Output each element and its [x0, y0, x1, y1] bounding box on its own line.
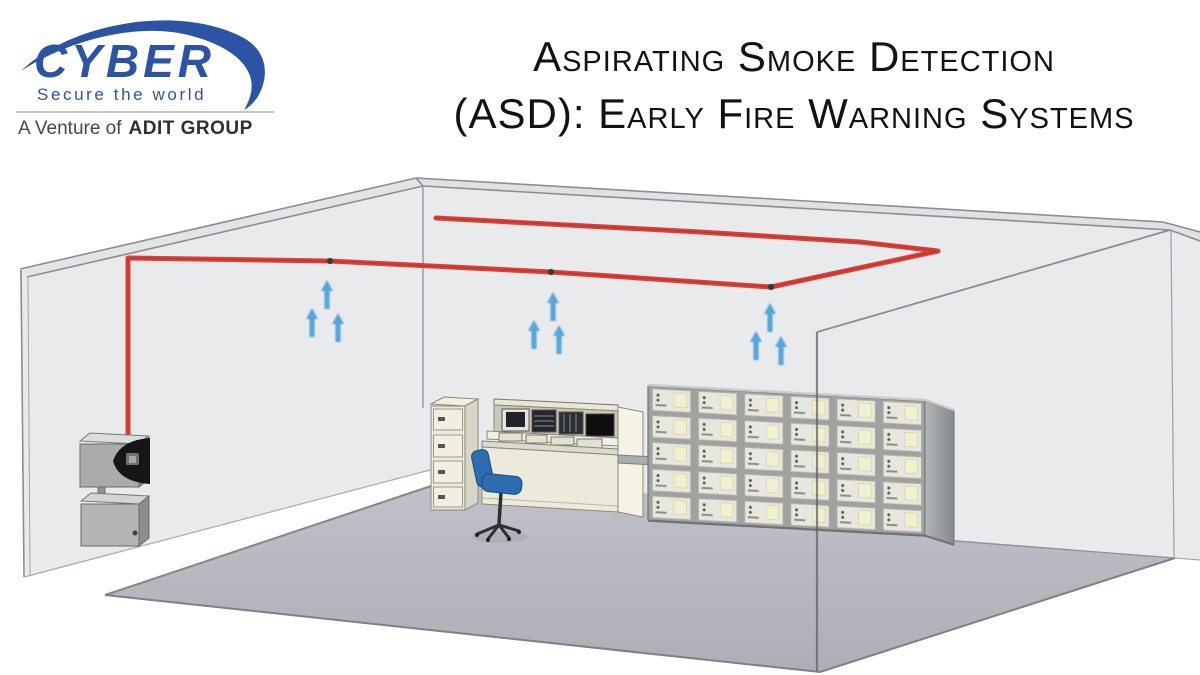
room-floor — [104, 476, 1200, 674]
venture-prefix: A Venture of — [18, 118, 122, 139]
logo-divider — [16, 111, 274, 113]
office-chair — [471, 449, 528, 543]
monitor-screen — [506, 412, 525, 427]
logo-venture-line: A Venture of ADIT GROUP — [18, 118, 253, 140]
logo-tagline: Secure the world — [37, 85, 207, 104]
sampling-point — [767, 283, 775, 291]
venture-name: ADIT GROUP — [128, 118, 253, 139]
console-keypads — [498, 432, 603, 449]
wall-edges — [19, 177, 1200, 578]
asd-detector-unit — [78, 432, 150, 489]
monitor-screen — [585, 413, 615, 437]
console-monitors — [501, 408, 615, 437]
cyber-logo: CYBER Secure the world A Venture of ADIT … — [14, 8, 286, 140]
asd-control-box — [79, 492, 151, 548]
pipe-sampling-points — [326, 257, 775, 291]
page-title-line2: (ASD): Early Fire Warning Systems — [453, 90, 1135, 138]
sampling-point — [547, 268, 555, 276]
server-racks — [647, 383, 955, 546]
page-title: Aspirating Smoke Detection (ASD): Early … — [388, 28, 1200, 142]
page-title-line1: Aspirating Smoke Detection — [533, 33, 1055, 80]
sampling-point — [326, 257, 334, 265]
control-console — [481, 398, 695, 518]
filing-cabinet — [429, 396, 480, 511]
logo-brand: CYBER — [34, 35, 216, 87]
